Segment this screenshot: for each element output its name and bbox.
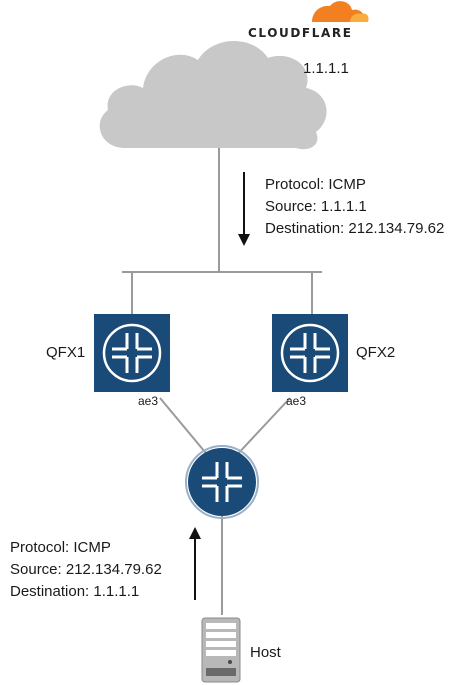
cloud-ip-label: 1.1.1.1 [303, 60, 349, 77]
cloudflare-logo-icon [312, 1, 369, 23]
qfx2-port-label: ae3 [286, 394, 307, 408]
packet-down-destination: Destination: 212.134.79.62 [265, 220, 445, 237]
packet-up-protocol: Protocol: ICMP [10, 539, 111, 556]
server-icon [201, 617, 241, 683]
host-label: Host [250, 644, 281, 661]
qfx2-label: QFX2 [356, 344, 396, 361]
packet-up-destination: Destination: 1.1.1.1 [10, 583, 140, 600]
packet-up-info: Protocol: ICMP Source: 212.134.79.62 Des… [10, 537, 162, 603]
packet-up-source: Source: 212.134.79.62 [10, 561, 162, 578]
packet-down-info: Protocol: ICMP Source: 1.1.1.1 Destinati… [265, 174, 444, 240]
packet-down-protocol: Protocol: ICMP [265, 176, 366, 193]
qfx1-label: QFX1 [46, 344, 86, 361]
qfx1-switch-icon [94, 314, 170, 392]
link-qfx2-router [233, 397, 291, 459]
packet-down-source: Source: 1.1.1.1 [265, 198, 367, 215]
brand-name: CLOUDFLARE [248, 26, 353, 40]
router-icon [185, 445, 259, 519]
internet-cloud-icon [99, 40, 327, 150]
qfx2-switch-icon [272, 314, 348, 392]
link-qfx1-router [159, 397, 211, 459]
qfx1-port-label: ae3 [138, 394, 159, 408]
